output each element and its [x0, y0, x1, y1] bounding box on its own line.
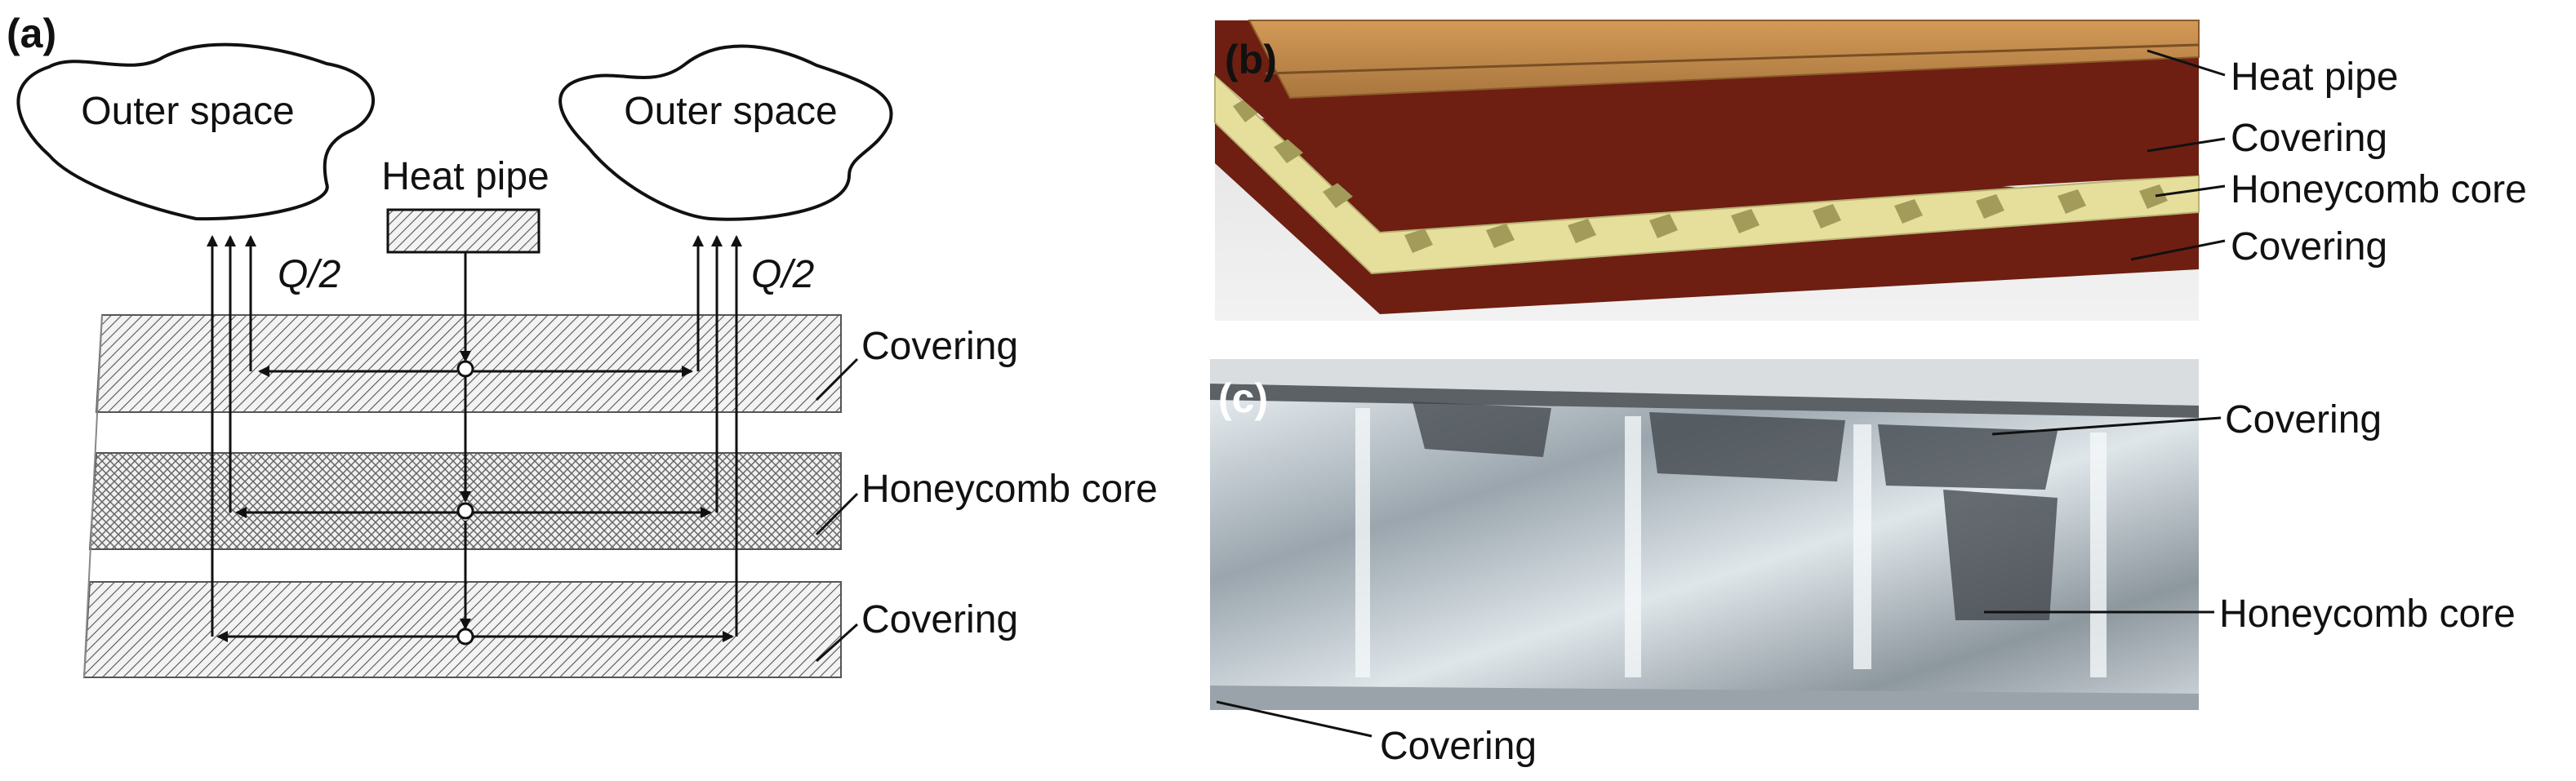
photo-highlights — [1355, 408, 2107, 677]
photo-covering-bottom — [1210, 686, 2199, 710]
q-half-label-left: Q/2 — [278, 253, 340, 296]
outer-space-cloud-right — [558, 44, 893, 221]
c-label-covering-bottom: Covering — [1380, 725, 1537, 768]
panel-b-leaders — [2130, 49, 2226, 261]
heat-pipe-block — [386, 208, 541, 254]
layer-label-covering-bottom: Covering — [861, 598, 1018, 641]
b-label-honeycomb: Honeycomb core — [2231, 168, 2527, 211]
layer-leaders — [815, 357, 859, 663]
outer-space-label-left: Outer space — [81, 90, 294, 133]
node-top — [456, 360, 474, 378]
panel-c-tag: (c) — [1218, 375, 1268, 421]
panel-b: (b) Heat pipe Covering Honeycomb core Co… — [1214, 20, 2527, 321]
outer-space-cloud-left — [16, 42, 375, 221]
render-honeycomb — [1214, 73, 2200, 275]
b-label-covering-bottom: Covering — [2231, 225, 2387, 268]
panel-c-leaders — [1216, 416, 2222, 738]
q-half-label-right: Q/2 — [751, 253, 814, 296]
layer-label-honeycomb: Honeycomb core — [861, 468, 1158, 511]
heat-pipe-label: Heat pipe — [381, 155, 549, 198]
b-label-covering-top: Covering — [2231, 117, 2387, 160]
heat-flow-arrows — [207, 235, 742, 642]
c-label-covering-top: Covering — [2225, 398, 2382, 442]
node-bottom — [456, 628, 474, 646]
layer-edge — [83, 314, 103, 678]
node-middle — [456, 502, 474, 520]
outer-space-label-right: Outer space — [624, 90, 837, 133]
panel-c: (c) Covering Honeycomb core Covering — [1210, 359, 2516, 768]
panel-a-tag: (a) — [7, 11, 56, 56]
b-label-heat-pipe: Heat pipe — [2231, 55, 2398, 99]
photo-cells — [1413, 402, 2058, 620]
panel-a: (a) Outer space Outer space Heat pipe — [7, 11, 1158, 678]
panel-b-tag: (b) — [1225, 37, 1277, 82]
layer-label-covering-top: Covering — [861, 325, 1018, 368]
photo-covering-top — [1210, 384, 2199, 418]
c-label-honeycomb: Honeycomb core — [2219, 592, 2516, 636]
